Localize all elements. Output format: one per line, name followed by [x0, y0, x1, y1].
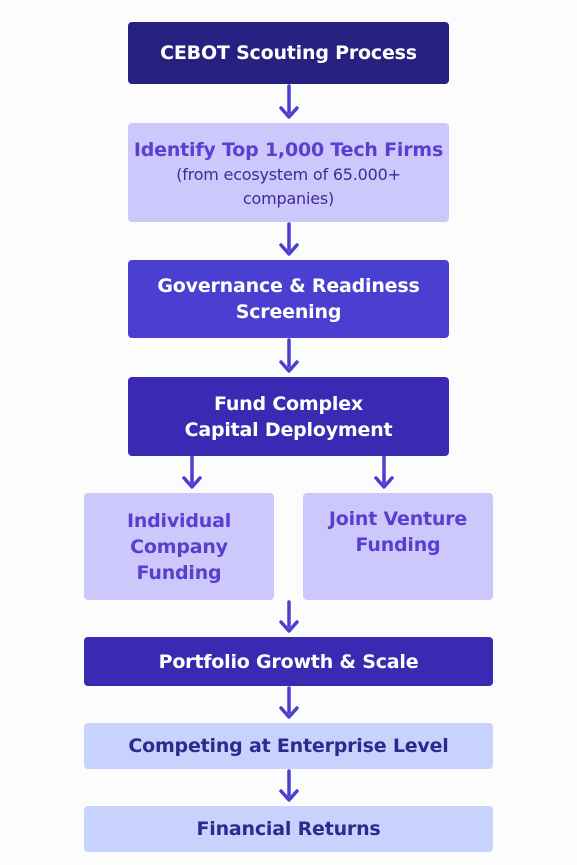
- node-scouting-label: CEBOT Scouting Process: [160, 42, 417, 64]
- node-scouting-process: CEBOT Scouting Process: [128, 22, 449, 84]
- node-individual-company-funding: Individual Company Funding: [84, 493, 274, 600]
- node-returns-label: Financial Returns: [196, 818, 381, 840]
- arrow-competing-to-returns: [279, 769, 299, 802]
- node-governance-screening: Governance & Readiness Screening: [128, 260, 449, 338]
- node-individual-line1: Individual: [126, 509, 232, 532]
- node-joint-venture-funding: Joint Venture Funding: [303, 493, 493, 600]
- node-governance-line2: Screening: [235, 301, 342, 323]
- arrow-identify-to-governance: [279, 222, 299, 256]
- node-identify-title: Identify Top 1,000 Tech Firms: [133, 138, 444, 161]
- node-identify-subtitle-line1: (from ecosystem of 65.000+: [176, 164, 401, 184]
- node-competing-label: Competing at Enterprise Level: [128, 735, 449, 757]
- arrow-portfolio-to-competing: [279, 686, 299, 719]
- node-governance-line1: Governance & Readiness: [157, 275, 420, 297]
- node-financial-returns: Financial Returns: [84, 806, 493, 852]
- node-portfolio-label: Portfolio Growth & Scale: [158, 650, 419, 673]
- node-joint-line1: Joint Venture: [328, 508, 468, 530]
- arrow-funding-to-portfolio: [279, 600, 299, 633]
- arrow-fund-to-individual: [182, 455, 202, 489]
- node-individual-line3: Funding: [136, 561, 222, 584]
- arrow-scouting-to-identify: [279, 84, 299, 119]
- node-fund-complex: Fund Complex Capital Deployment: [128, 377, 449, 456]
- node-fund-line2: Capital Deployment: [184, 418, 393, 441]
- node-portfolio-growth: Portfolio Growth & Scale: [84, 637, 493, 686]
- node-identify-subtitle-line2: companies): [242, 188, 335, 208]
- arrow-governance-to-fund: [279, 338, 299, 373]
- arrow-fund-to-joint: [374, 455, 394, 489]
- node-individual-line2: Company: [130, 535, 228, 558]
- node-competing-enterprise: Competing at Enterprise Level: [84, 723, 493, 769]
- node-identify-top-firms: Identify Top 1,000 Tech Firms (from ecos…: [128, 123, 449, 222]
- node-joint-line2: Funding: [355, 534, 441, 556]
- node-fund-line1: Fund Complex: [214, 392, 363, 415]
